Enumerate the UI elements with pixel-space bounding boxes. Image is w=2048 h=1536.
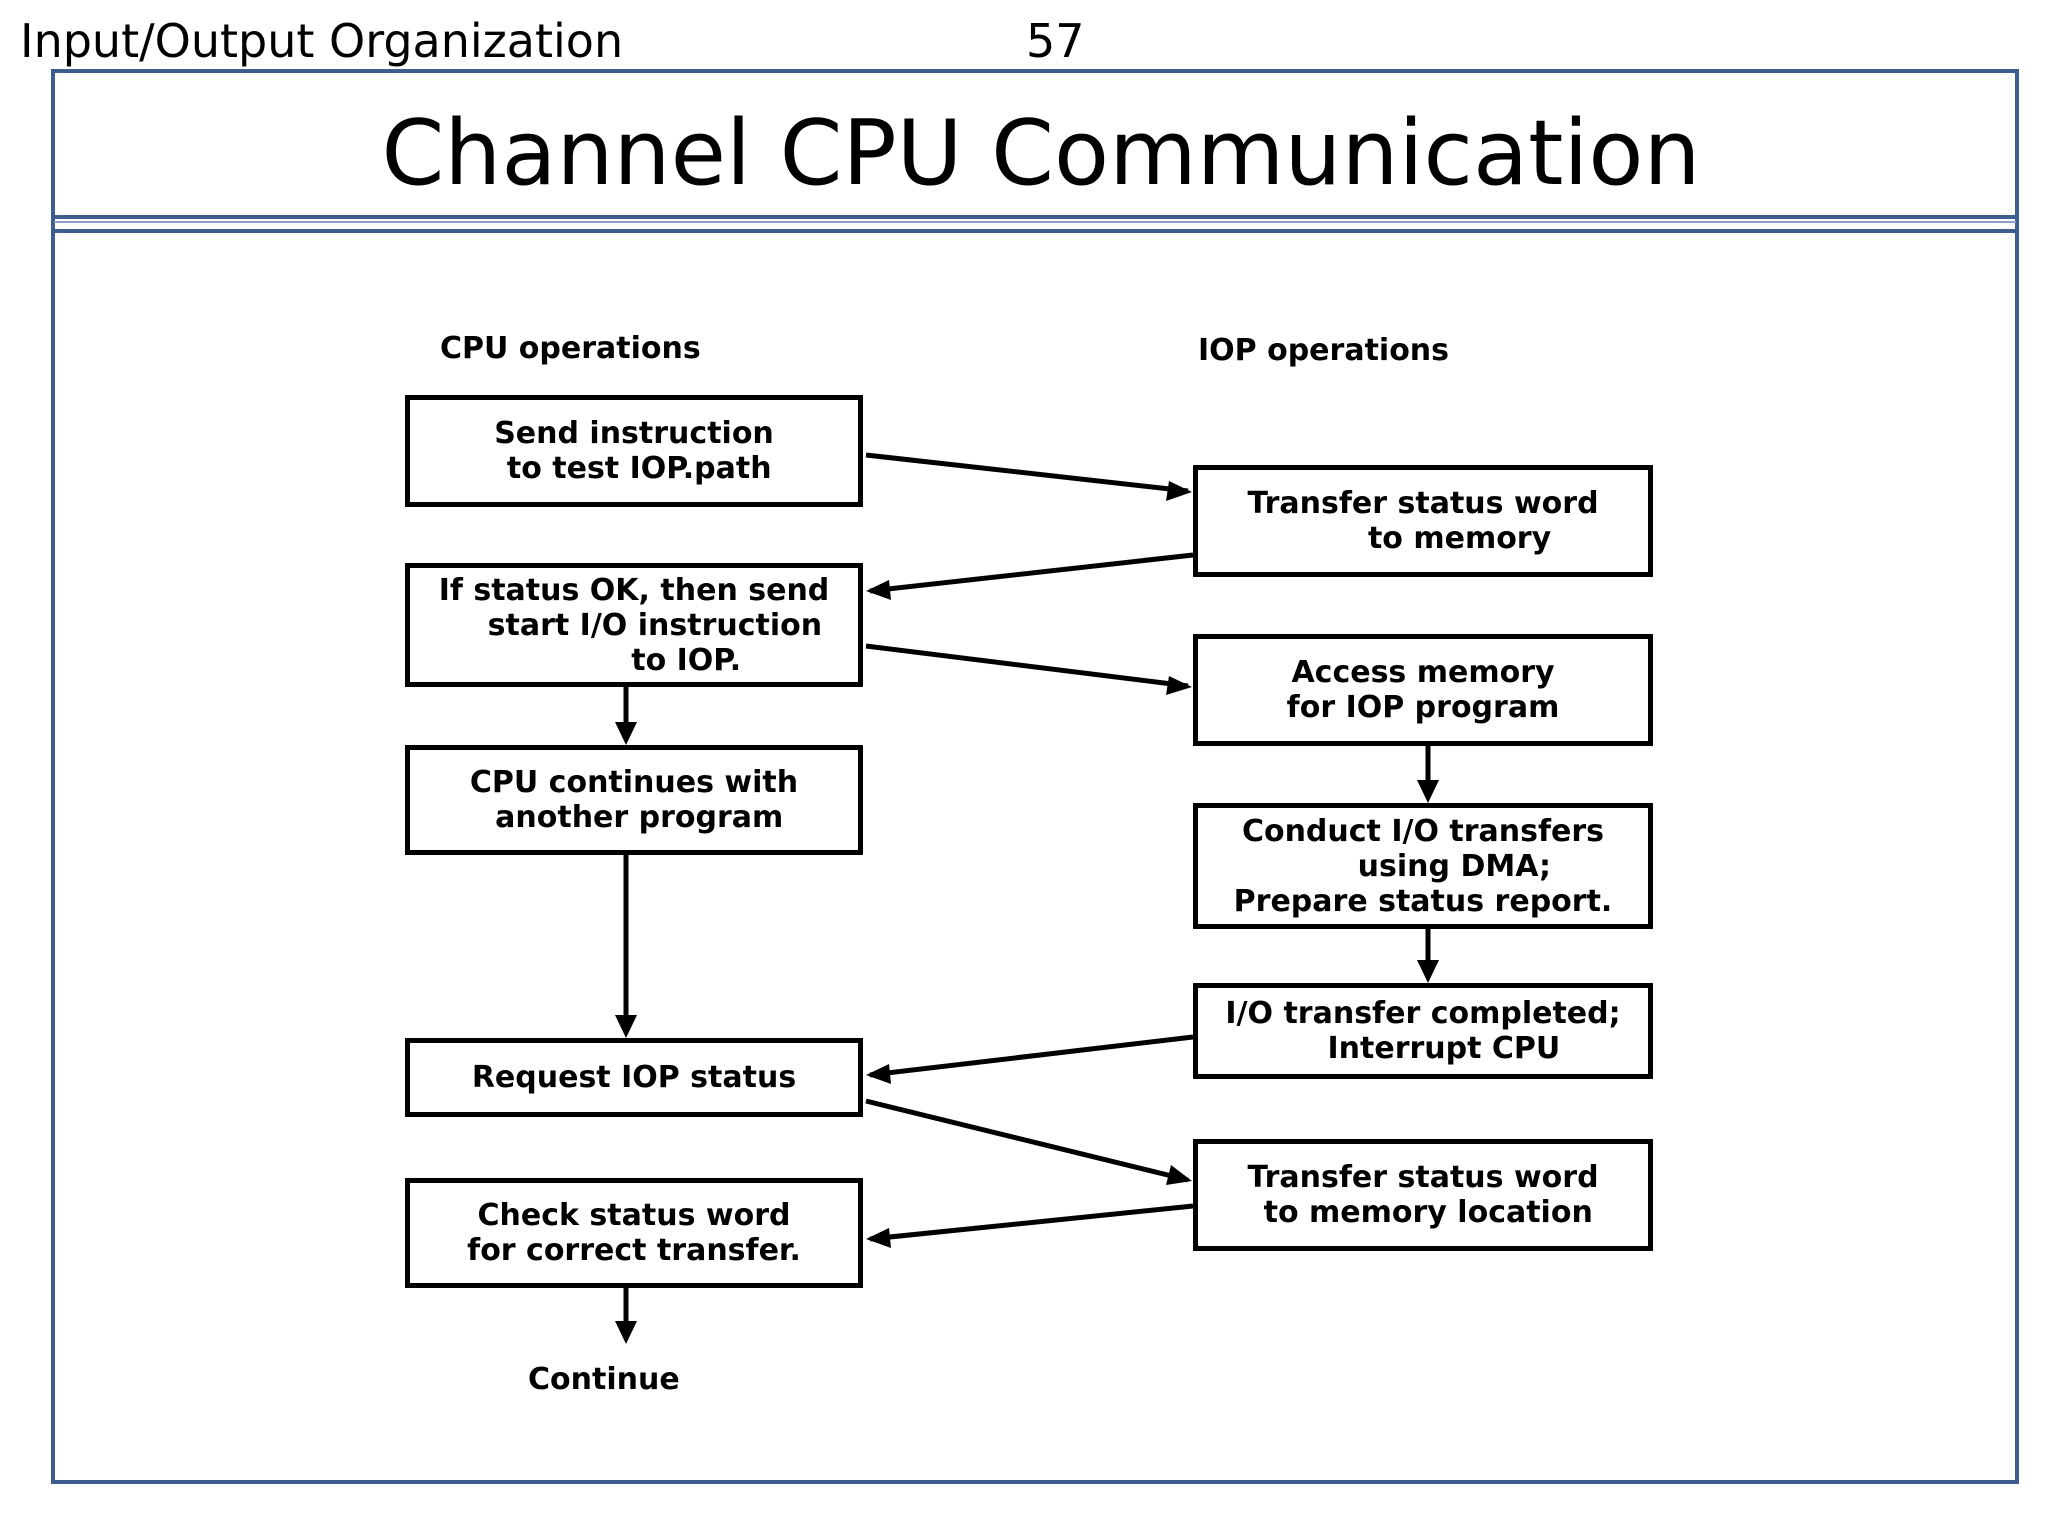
arrowhead (866, 580, 891, 600)
cpu-step-start-io: If status OK, then send start I/O instru… (405, 563, 863, 687)
iop-step-transfer-completed: I/O transfer completed; Interrupt CPU (1193, 983, 1653, 1079)
iop-step-conduct-transfers: Conduct I/O transfers using DMA; Prepare… (1193, 803, 1653, 929)
iop-step-text: Conduct I/O transfers using DMA; Prepare… (1233, 813, 1613, 919)
cpu-step-text: Request IOP status (471, 1060, 797, 1095)
cpu-step-text: If status OK, then send start I/O instru… (438, 572, 830, 678)
cpu-step-text: Send instruction to test IOP.path (494, 416, 774, 486)
arrowhead (866, 1064, 891, 1084)
arrow-completed-to-request (869, 1034, 1194, 1078)
slide-title: Channel CPU Communication (381, 101, 1701, 206)
cpu-step-send-test: Send instruction to test IOP.path (405, 395, 863, 507)
arrowhead (615, 1321, 637, 1344)
section-header: Input/Output Organization (20, 14, 624, 68)
cpu-step-check-status: Check status word for correct transfer. (405, 1178, 863, 1288)
arrow-start-to-access (865, 643, 1189, 689)
arrowhead (1166, 481, 1192, 501)
arrowhead (1417, 960, 1439, 983)
page-number: 57 (1026, 14, 1085, 68)
arrowhead (866, 1228, 891, 1248)
iop-step-text: Transfer status word to memory (1247, 486, 1599, 556)
iop-step-text: Transfer status word to memory location (1247, 1160, 1599, 1230)
iop-step-transfer-status-location: Transfer status word to memory location (1193, 1139, 1653, 1251)
continue-label: Continue (528, 1362, 680, 1397)
iop-step-text: I/O transfer completed; Interrupt CPU (1225, 996, 1621, 1066)
iop-step-access-memory: Access memory for IOP program (1193, 634, 1653, 746)
cpu-step-request-status: Request IOP status (405, 1038, 863, 1117)
iop-operations-label: IOP operations (1198, 333, 1450, 368)
arrow-transfer-to-status-ok (869, 552, 1194, 594)
iop-step-transfer-status: Transfer status word to memory (1193, 465, 1653, 577)
cpu-step-text: Check status word for correct transfer. (467, 1198, 801, 1268)
title-divider-lower (54, 229, 2016, 233)
cpu-step-continue-program: CPU continues with another program (405, 745, 863, 855)
title-divider-inner (54, 221, 2016, 223)
arrowhead (1417, 780, 1439, 803)
cpu-step-text: CPU continues with another program (469, 765, 799, 835)
slide-frame (51, 69, 2019, 1484)
arrow-send-to-transfer (865, 452, 1189, 494)
arrowhead (1166, 1165, 1192, 1185)
arrow-request-to-transfer-location (865, 1098, 1189, 1183)
cpu-operations-label: CPU operations (440, 331, 701, 366)
arrowhead (615, 1015, 637, 1038)
arrowhead (1166, 676, 1192, 695)
title-divider (54, 215, 2016, 219)
iop-step-text: Access memory for IOP program (1286, 655, 1560, 725)
arrow-transfer-location-to-check (869, 1203, 1194, 1242)
arrowhead (615, 722, 637, 745)
